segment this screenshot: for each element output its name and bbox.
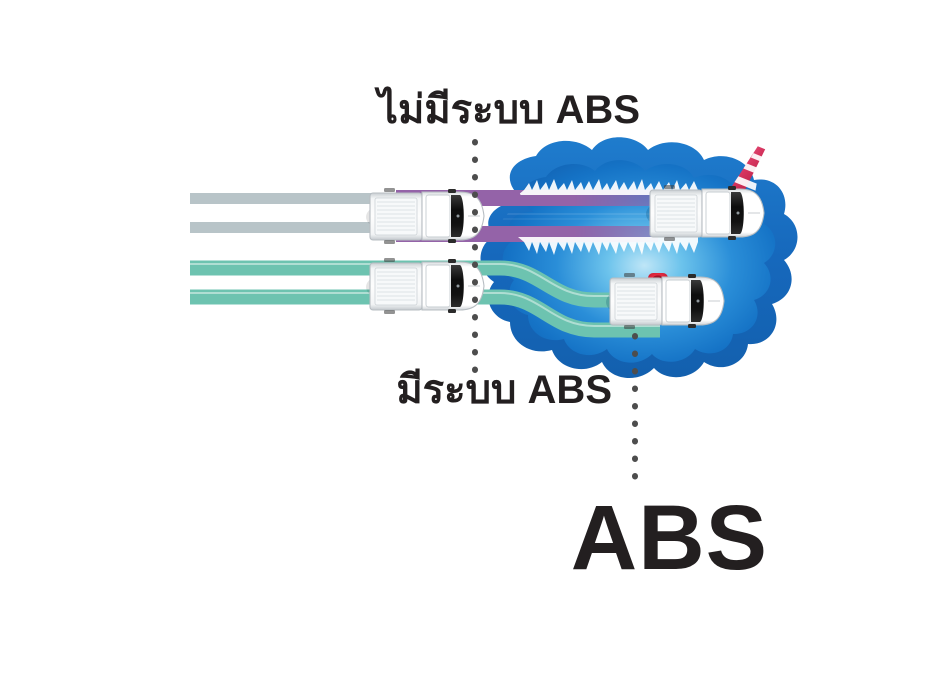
- truck-skidding-no-abs: [646, 185, 765, 241]
- truck-with-abs-entering: [366, 258, 485, 314]
- label-no-abs: ไม่มีระบบ ABS: [377, 88, 640, 132]
- label-abs-headline: ABS: [570, 487, 768, 589]
- label-with-abs: มีระบบ ABS: [396, 368, 612, 412]
- tire-tracks-no-abs: [190, 193, 400, 233]
- truck-no-abs-entering: [366, 188, 485, 244]
- truck-steering-with-abs: [606, 273, 725, 329]
